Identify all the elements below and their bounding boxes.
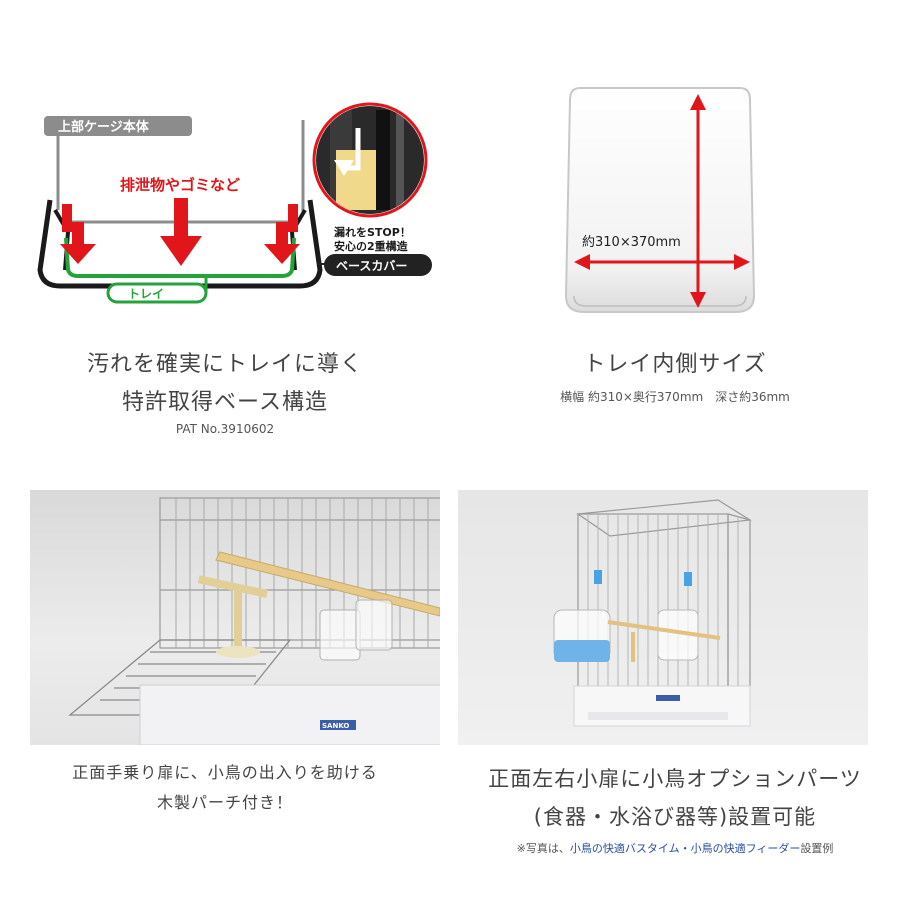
top-left-caption-line1: 汚れを確実にトレイに導く (86, 352, 363, 377)
waste-arrows (60, 198, 300, 266)
note-product-link[interactable]: 小鳥の快適バスタイム・小鳥の快適フィーダー (569, 842, 801, 855)
base-structure-diagram: 上部ケージ本体 トレイ 排泄物やゴミなど (37, 102, 432, 304)
bath-attachment (553, 609, 611, 662)
bottom-right-caption-line1: 正面左右小扉に小鳥オプションパーツ (488, 767, 862, 791)
top-cage-label-box: 上部ケージ本体 (44, 116, 192, 136)
patent-number: PAT No.3910602 (175, 422, 275, 436)
stop-label-line1: 漏れをSTOP！ (334, 225, 411, 239)
tray-label: トレイ (128, 287, 164, 301)
right-arrow (264, 204, 300, 264)
top-right-caption-line1: トレイ内側サイズ (583, 352, 767, 377)
brand-plate (320, 720, 356, 730)
center-arrow-head (160, 236, 202, 266)
tray-size-panel: 約310×370mm トレイ内側サイズ 横幅 約310×奥行370mm 深さ約3… (450, 0, 900, 450)
cage-base (139, 684, 440, 745)
photo-note: ※写真は、小鳥の快適バスタイム・小鳥の快適フィーダー設置例 (450, 840, 900, 856)
left-arrow (60, 204, 96, 264)
perch (607, 620, 721, 662)
tray-outline: トレイ (64, 237, 296, 304)
perch-photo: SANKO (30, 490, 440, 745)
magnified-detail (312, 102, 428, 218)
tray-inner-size: 横幅 約310×奥行370mm 深さ約36mm (560, 390, 790, 404)
brand-plate-text: SANKO (322, 722, 349, 730)
cage-frame (576, 499, 752, 695)
dimension-arrows (574, 94, 750, 308)
base-cover-label-box: ベースカバー (318, 254, 432, 276)
bottom-left-caption-line2: 木製パーチ付き！ (156, 793, 293, 812)
bottom-left-caption-line1: 正面手乗り扉に、小鳥の出入りを助ける (72, 763, 378, 782)
cage-bars (587, 514, 739, 694)
tray-image: 約310×370mm (564, 87, 756, 313)
note-prefix: ※写真は、 (516, 842, 570, 855)
perch-panel: SANKO 正面手乗り扉に、小鳥の出入りを助ける 木製パーチ付き！ (0, 450, 450, 900)
wooden-perch (197, 551, 440, 658)
stop-label-line2: 安心の2重構造 (334, 239, 409, 253)
top-left-caption-line2: 特許取得ベース構造 (122, 390, 328, 415)
waste-label: 排泄物やゴミなど (120, 176, 240, 194)
feeder-cups (319, 599, 393, 661)
note-suffix: 設置例 (800, 842, 834, 855)
cage-wires (159, 497, 440, 649)
cage-photo (458, 490, 868, 745)
base-structure-diagram-panel: 上部ケージ本体 トレイ 排泄物やゴミなど (0, 0, 450, 450)
dimension-label: 約310×370mm (582, 235, 681, 250)
center-arrow-shaft (174, 198, 188, 238)
options-panel: 正面左右小扉に小鳥オプションパーツ (食器・水浴び器等)設置可能 ※写真は、小鳥… (450, 450, 900, 900)
brand-plate-small (656, 695, 680, 701)
base-cover-label: ベースカバー (336, 259, 407, 273)
bottom-right-caption-line2: (食器・水浴び器等)設置可能 (533, 805, 817, 829)
top-cage-label: 上部ケージ本体 (58, 119, 150, 135)
tray-body (564, 87, 756, 313)
